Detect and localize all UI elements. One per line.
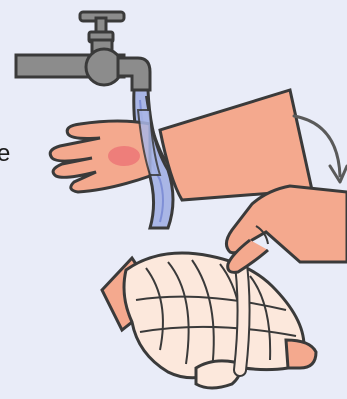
burned-hand-icon (50, 90, 312, 200)
bandaged-hand-icon (102, 253, 316, 388)
faucet-icon (16, 12, 150, 90)
